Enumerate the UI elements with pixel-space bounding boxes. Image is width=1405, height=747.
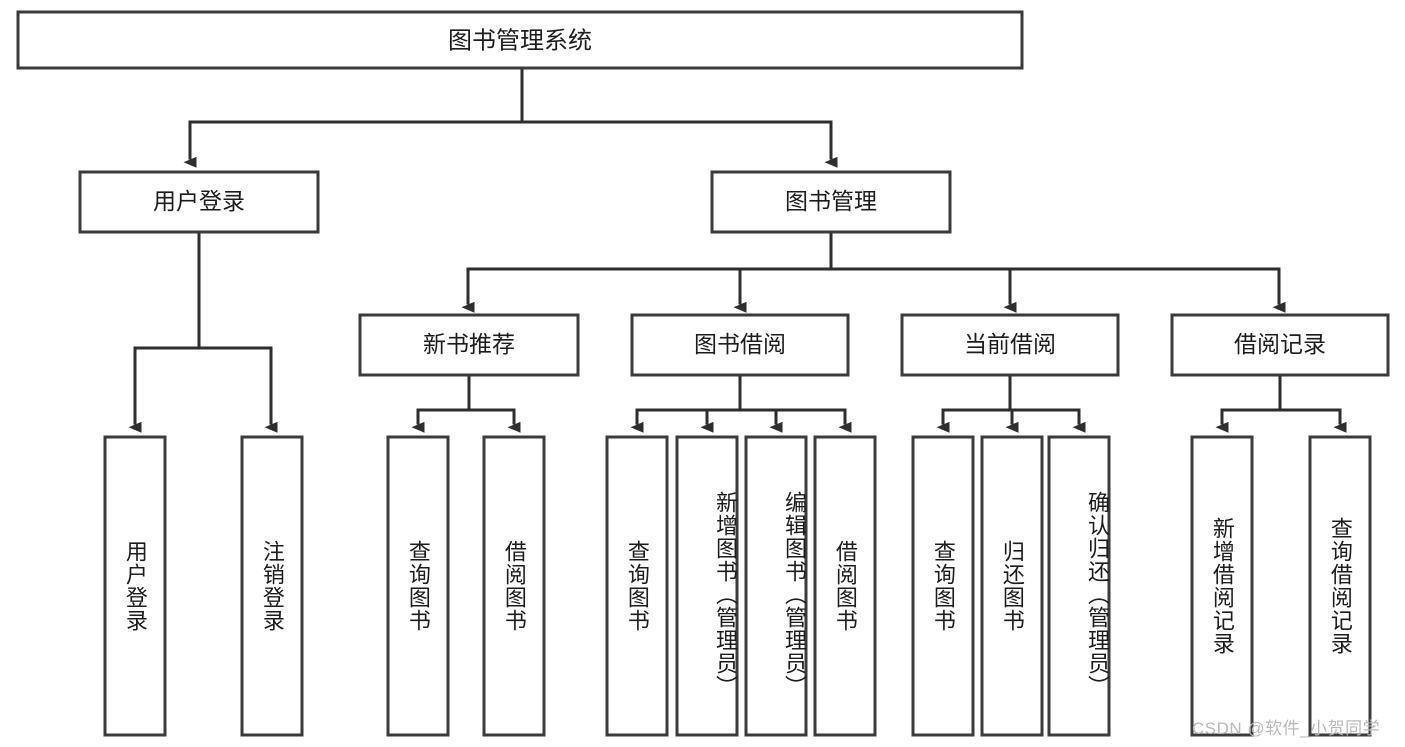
node-borrow-records[interactable]: 借阅记录 — [1170, 313, 1390, 377]
node-borrow-records-label: 借阅记录 — [1234, 331, 1326, 357]
node-current-borrow-box[interactable] — [900, 313, 1120, 377]
leaf-box-return-book[interactable] — [980, 435, 1044, 737]
node-borrow-records-box[interactable] — [1170, 313, 1390, 377]
leaf-box-user-login[interactable] — [103, 435, 167, 737]
leaf-box-logout[interactable] — [240, 435, 304, 737]
node-current-borrow[interactable]: 当前借阅 — [900, 313, 1120, 377]
node-book-borrow-label: 图书借阅 — [694, 331, 786, 357]
node-root-box[interactable] — [16, 10, 1024, 70]
node-current-borrow-label: 当前借阅 — [964, 331, 1056, 357]
node-new-book-recommend-label: 新书推荐 — [423, 331, 515, 357]
node-book-management[interactable]: 图书管理 — [710, 170, 952, 234]
leaf-box-borrow-book-1[interactable] — [482, 435, 546, 737]
node-book-borrow-box[interactable] — [630, 313, 850, 377]
node-new-book-recommend-box[interactable] — [358, 313, 580, 377]
leaf-box-edit-book[interactable] — [744, 435, 808, 737]
node-book-management-box[interactable] — [710, 170, 952, 234]
leaf-box-add-record[interactable] — [1190, 435, 1254, 737]
node-new-book-recommend[interactable]: 新书推荐 — [358, 313, 580, 377]
leaf-box-query-book-3[interactable] — [911, 435, 975, 737]
node-root-label: 图书管理系统 — [448, 27, 592, 54]
node-root[interactable]: 图书管理系统 — [16, 10, 1024, 70]
node-book-borrow[interactable]: 图书借阅 — [630, 313, 850, 377]
node-user-login-box[interactable] — [78, 170, 320, 234]
leaf-box-query-book-1[interactable] — [386, 435, 450, 737]
node-book-management-label: 图书管理 — [785, 188, 877, 214]
leaf-box-borrow-book-2[interactable] — [813, 435, 877, 737]
node-user-login-label: 用户登录 — [153, 188, 245, 214]
leaf-box-add-book[interactable] — [675, 435, 739, 737]
connector-layer — [128, 66, 1347, 433]
leaf-box-confirm-return[interactable] — [1047, 435, 1111, 737]
leaf-box-layer[interactable] — [103, 435, 1372, 737]
leaf-box-query-record[interactable] — [1308, 435, 1372, 737]
node-user-login[interactable]: 用户登录 — [78, 170, 320, 234]
leaf-box-query-book-2[interactable] — [605, 435, 669, 737]
csdn-watermark: CSDN @软件_小贺同学 — [1192, 719, 1381, 738]
